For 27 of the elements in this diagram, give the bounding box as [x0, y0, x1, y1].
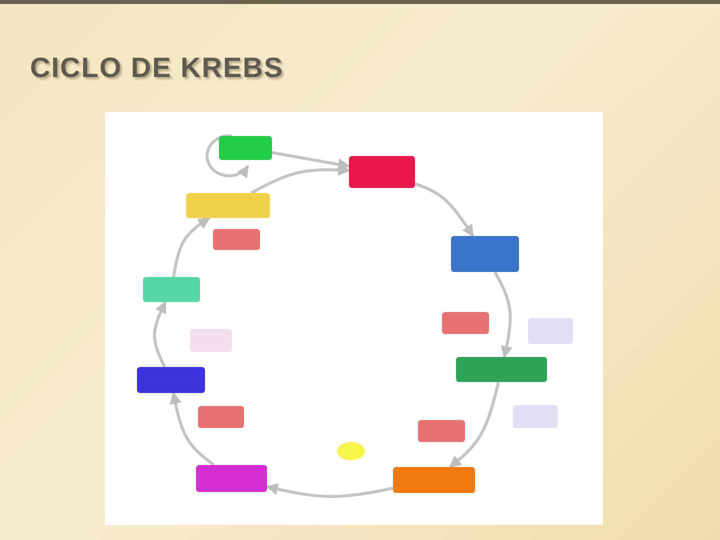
- arrow: [153, 300, 167, 368]
- compound-box: [393, 467, 475, 493]
- small-box: [513, 405, 558, 428]
- small-box: [213, 229, 260, 250]
- small-box: [190, 329, 232, 352]
- compound-box: [137, 367, 205, 393]
- compound-box: [143, 277, 200, 302]
- arrow: [170, 392, 215, 466]
- slide-title: CICLO DE KREBS: [30, 52, 284, 84]
- arrow: [172, 216, 210, 278]
- arrow: [272, 151, 350, 170]
- small-box: [442, 312, 489, 334]
- compound-box: [186, 193, 270, 218]
- small-box: [198, 406, 244, 428]
- small-box: [418, 420, 465, 442]
- compound-box: [456, 357, 547, 382]
- arrow: [266, 483, 394, 498]
- compound-box: [219, 136, 272, 160]
- small-circle: [337, 442, 365, 460]
- arrow: [494, 271, 512, 358]
- compound-box: [349, 156, 415, 188]
- arrow: [449, 382, 500, 468]
- arrow: [414, 182, 474, 237]
- small-box: [528, 318, 573, 344]
- arrow: [206, 134, 250, 178]
- compound-box: [451, 236, 519, 272]
- compound-box: [196, 465, 267, 492]
